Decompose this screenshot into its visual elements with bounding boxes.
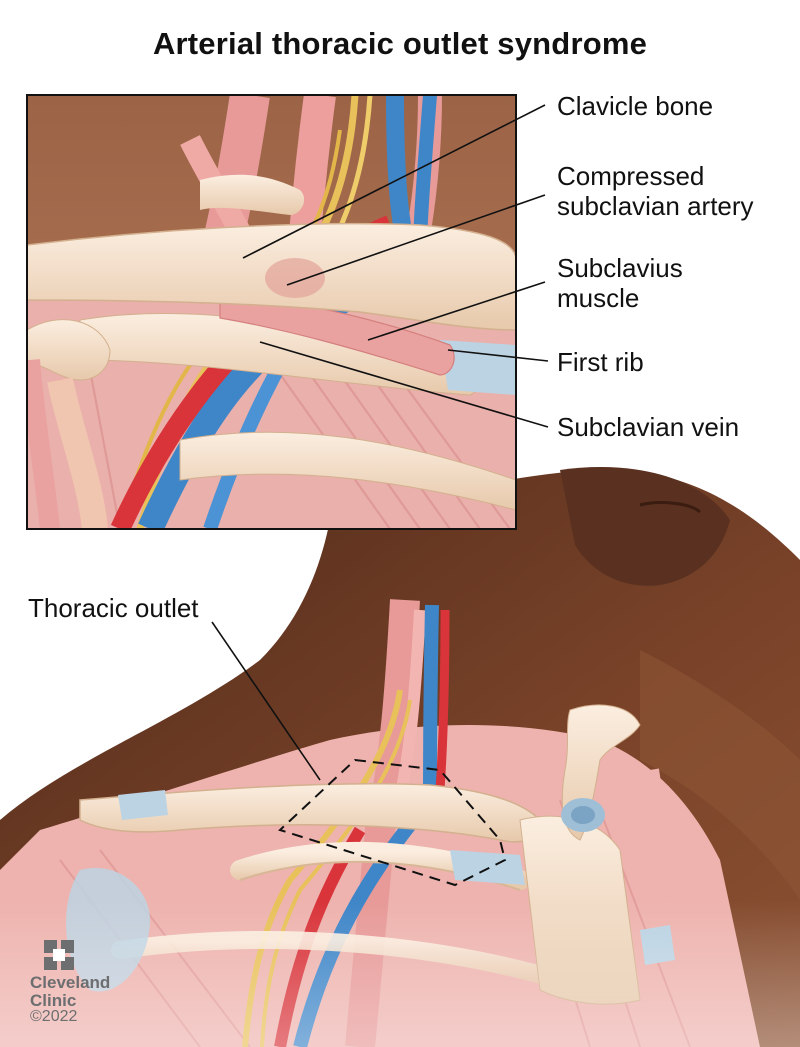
zoom-inset (27, 95, 516, 529)
diagram-title: Arterial thoracic outlet syndrome (152, 26, 648, 61)
label-subclavius-muscle: Subclavius muscle (557, 253, 683, 313)
cleveland-clinic-logo: Cleveland Clinic (30, 940, 110, 1010)
label-thoracic-outlet: Thoracic outlet (28, 593, 199, 623)
logo-line-2: Clinic (30, 991, 77, 1010)
inset-frame (26, 94, 517, 530)
label-first-rib: First rib (557, 347, 644, 377)
body-figure (0, 467, 800, 1047)
label-clavicle-bone: Clavicle bone (557, 91, 714, 121)
label-compressed-subclavian-artery: Compressed subclavian artery (557, 161, 754, 221)
label-subclavian-vein: Subclavian vein (557, 412, 740, 442)
copyright: ©2022 (30, 1008, 78, 1025)
logo-line-1: Cleveland (30, 973, 111, 992)
cleveland-clinic-logo-icon (44, 940, 74, 970)
leader-lines (211, 104, 549, 781)
